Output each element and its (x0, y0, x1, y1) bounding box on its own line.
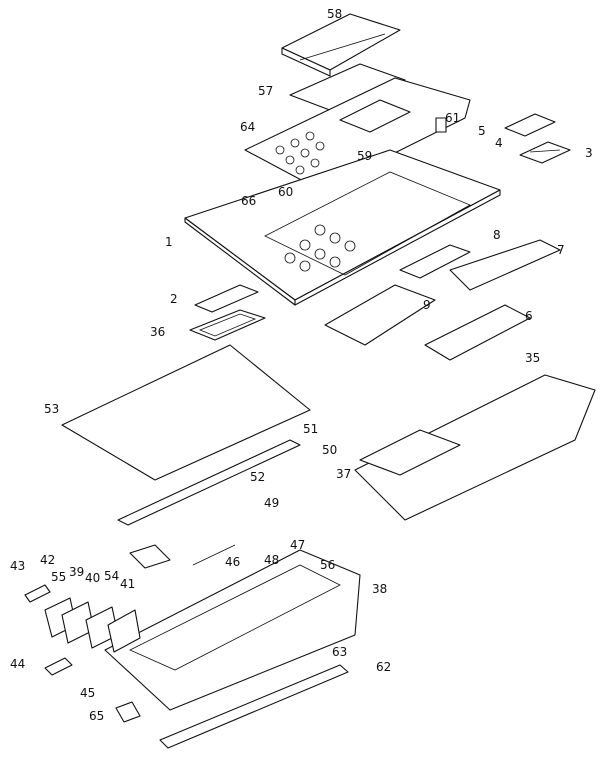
callout-label: 41 (120, 577, 135, 591)
callout-label: 35 (525, 351, 540, 365)
callout-label: 55 (51, 570, 66, 584)
part-38-chassis (104, 549, 361, 711)
part-49-spring (192, 544, 236, 566)
part-65 (115, 701, 141, 723)
callout-label: 50 (322, 443, 337, 457)
part-61-clip (435, 117, 447, 133)
callout-label: 45 (80, 686, 95, 700)
callout-label: 38 (372, 582, 387, 596)
callout-label: 59 (357, 149, 372, 163)
callout-label: 52 (250, 470, 265, 484)
callout-label: 42 (40, 553, 55, 567)
part-4-bracket (504, 113, 556, 137)
callout-label: 51 (303, 422, 318, 436)
part-1-housing (184, 149, 501, 306)
callout-label: 3 (585, 146, 593, 160)
part-36 (189, 309, 266, 341)
callout-label: 53 (44, 402, 59, 416)
callout-label: 64 (240, 120, 255, 134)
callout-label: 1 (165, 235, 173, 249)
callout-label: 5 (478, 124, 486, 138)
part-52-bracket (129, 544, 171, 569)
callout-label: 37 (336, 467, 351, 481)
part-64-top-panel (244, 77, 471, 191)
callout-label: 46 (225, 555, 240, 569)
part-8 (399, 244, 471, 279)
parts-42-41 (24, 584, 141, 653)
callout-label: 57 (258, 84, 273, 98)
callout-label: 44 (10, 657, 25, 671)
callout-label: 66 (241, 194, 256, 208)
callout-label: 48 (264, 553, 279, 567)
part-9 (324, 284, 436, 346)
part-3-bracket (519, 141, 571, 164)
part-58-cover (281, 13, 401, 77)
callout-label: 56 (320, 558, 335, 572)
callout-label: 8 (493, 228, 501, 242)
callout-label: 49 (264, 496, 279, 510)
callout-label: 62 (376, 660, 391, 674)
callout-label: 61 (445, 111, 460, 125)
callout-label: 40 (85, 571, 100, 585)
part-44 (44, 657, 73, 676)
callout-label: 7 (557, 243, 565, 257)
callout-label: 54 (104, 569, 119, 583)
part-57-glass (289, 63, 406, 113)
callout-label: 60 (278, 185, 293, 199)
callout-label: 4 (495, 136, 503, 150)
part-2 (194, 284, 259, 313)
callout-label: 58 (327, 7, 342, 21)
callout-label: 65 (89, 709, 104, 723)
part-7 (449, 239, 561, 291)
callout-label: 36 (150, 325, 165, 339)
part-51-shaft (117, 439, 301, 526)
callout-label: 2 (170, 292, 178, 306)
callout-label: 63 (332, 645, 347, 659)
part-62-rail (159, 664, 349, 749)
part-6 (424, 304, 531, 361)
callout-label: 39 (69, 565, 84, 579)
part-53-sheet (61, 344, 311, 481)
callout-label: 47 (290, 538, 305, 552)
part-50-pcb (354, 374, 596, 521)
callout-label: 9 (423, 298, 431, 312)
callout-label: 43 (10, 559, 25, 573)
callout-label: 6 (525, 309, 533, 323)
